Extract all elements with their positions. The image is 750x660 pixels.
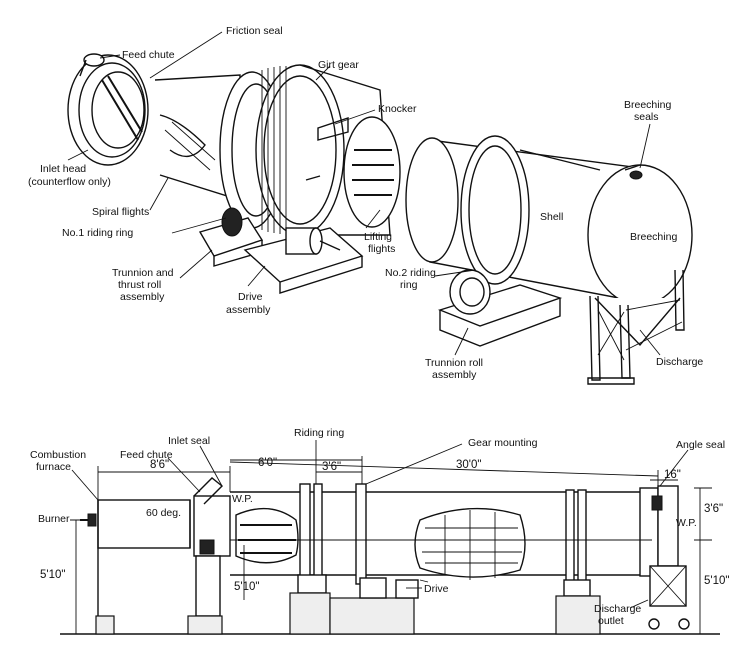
combustion-furnace bbox=[80, 499, 191, 635]
label-discharge-1: Discharge bbox=[594, 603, 641, 615]
supports bbox=[289, 574, 601, 635]
shell-drum bbox=[405, 135, 641, 303]
trunnion-thrust-left bbox=[198, 207, 264, 267]
label-wp-right: W.P. bbox=[676, 517, 697, 529]
label-60-deg: 60 deg. bbox=[146, 507, 181, 519]
label-breeching: Breeching bbox=[630, 231, 677, 243]
drive-assembly bbox=[243, 227, 364, 294]
dim-3-6-right: 3'6" bbox=[704, 503, 723, 515]
label-riding-ring-2-1: No.2 riding bbox=[385, 267, 436, 279]
knocker-flights bbox=[305, 116, 401, 228]
label-riding-ring-1: No.1 riding ring bbox=[62, 227, 133, 239]
label-inlet-head-1: Inlet head bbox=[40, 163, 86, 175]
label-combustion-2: furnace bbox=[36, 461, 71, 473]
label-drive: Drive bbox=[424, 583, 449, 595]
label-discharge: Discharge bbox=[656, 356, 703, 368]
dim-8-6: 8'6" bbox=[150, 459, 169, 471]
label-burner: Burner bbox=[38, 513, 70, 525]
label-wp-left: W.P. bbox=[232, 493, 253, 505]
elevation-view: Combustion furnace Feed chute Inlet seal… bbox=[30, 427, 729, 635]
dimension-lines bbox=[70, 456, 712, 635]
inlet-head bbox=[67, 53, 149, 166]
label-trunnion-roll-2: assembly bbox=[432, 369, 477, 381]
label-gear-mounting: Gear mounting bbox=[468, 437, 538, 449]
label-drive-1: Drive bbox=[238, 291, 263, 303]
label-trunnion-thrust-1: Trunnion and bbox=[112, 267, 174, 279]
breeching-stand bbox=[587, 269, 685, 385]
label-bottom-feed-chute: Feed chute bbox=[120, 449, 173, 461]
breeching bbox=[587, 164, 693, 347]
main-drum bbox=[230, 483, 648, 585]
label-breeching-seals-1: Breeching bbox=[624, 99, 671, 111]
label-trunnion-thrust-3: assembly bbox=[120, 291, 165, 303]
label-trunnion-thrust-2: thrust roll bbox=[118, 279, 161, 291]
label-riding-ring: Riding ring bbox=[294, 427, 344, 439]
dim-5-10-right: 5'10" bbox=[704, 575, 729, 587]
label-discharge-2: outlet bbox=[598, 615, 624, 627]
label-breeching-seals-2: seals bbox=[634, 111, 659, 123]
label-lifting-2: flights bbox=[368, 243, 395, 255]
label-inlet-seal: Inlet seal bbox=[168, 435, 210, 447]
label-riding-ring-2-2: ring bbox=[400, 279, 418, 291]
label-trunnion-roll-1: Trunnion roll bbox=[425, 357, 483, 369]
label-girt-gear: Girt gear bbox=[318, 59, 359, 71]
label-combustion-1: Combustion bbox=[30, 449, 86, 461]
top-leaders bbox=[67, 31, 661, 356]
isometric-view: Friction seal Feed chute Girt gear Knock… bbox=[28, 25, 703, 385]
label-spiral-flights: Spiral flights bbox=[92, 206, 149, 218]
dim-6-0: 6'0" bbox=[258, 457, 277, 469]
bottom-leaders bbox=[71, 440, 689, 609]
label-friction-seal: Friction seal bbox=[226, 25, 283, 37]
feed-inlet bbox=[187, 477, 231, 635]
label-inlet-head-2: (counterflow only) bbox=[28, 176, 111, 188]
trunnion-roll-right bbox=[437, 269, 563, 347]
label-feed-chute: Feed chute bbox=[122, 49, 175, 61]
label-knocker: Knocker bbox=[378, 103, 417, 115]
label-shell: Shell bbox=[540, 211, 563, 223]
label-drive-2: assembly bbox=[226, 304, 271, 316]
label-angle-seal: Angle seal bbox=[676, 439, 725, 451]
discharge-end bbox=[639, 485, 690, 630]
dim-3-6-top: 3'6" bbox=[322, 461, 341, 473]
dim-5-10-left: 5'10" bbox=[40, 569, 65, 581]
dim-5-10-mid: 5'10" bbox=[234, 581, 259, 593]
dim-30-0: 30'0" bbox=[456, 459, 481, 471]
label-lifting-1: Lifting bbox=[364, 231, 392, 243]
dim-16: 16" bbox=[664, 469, 681, 481]
